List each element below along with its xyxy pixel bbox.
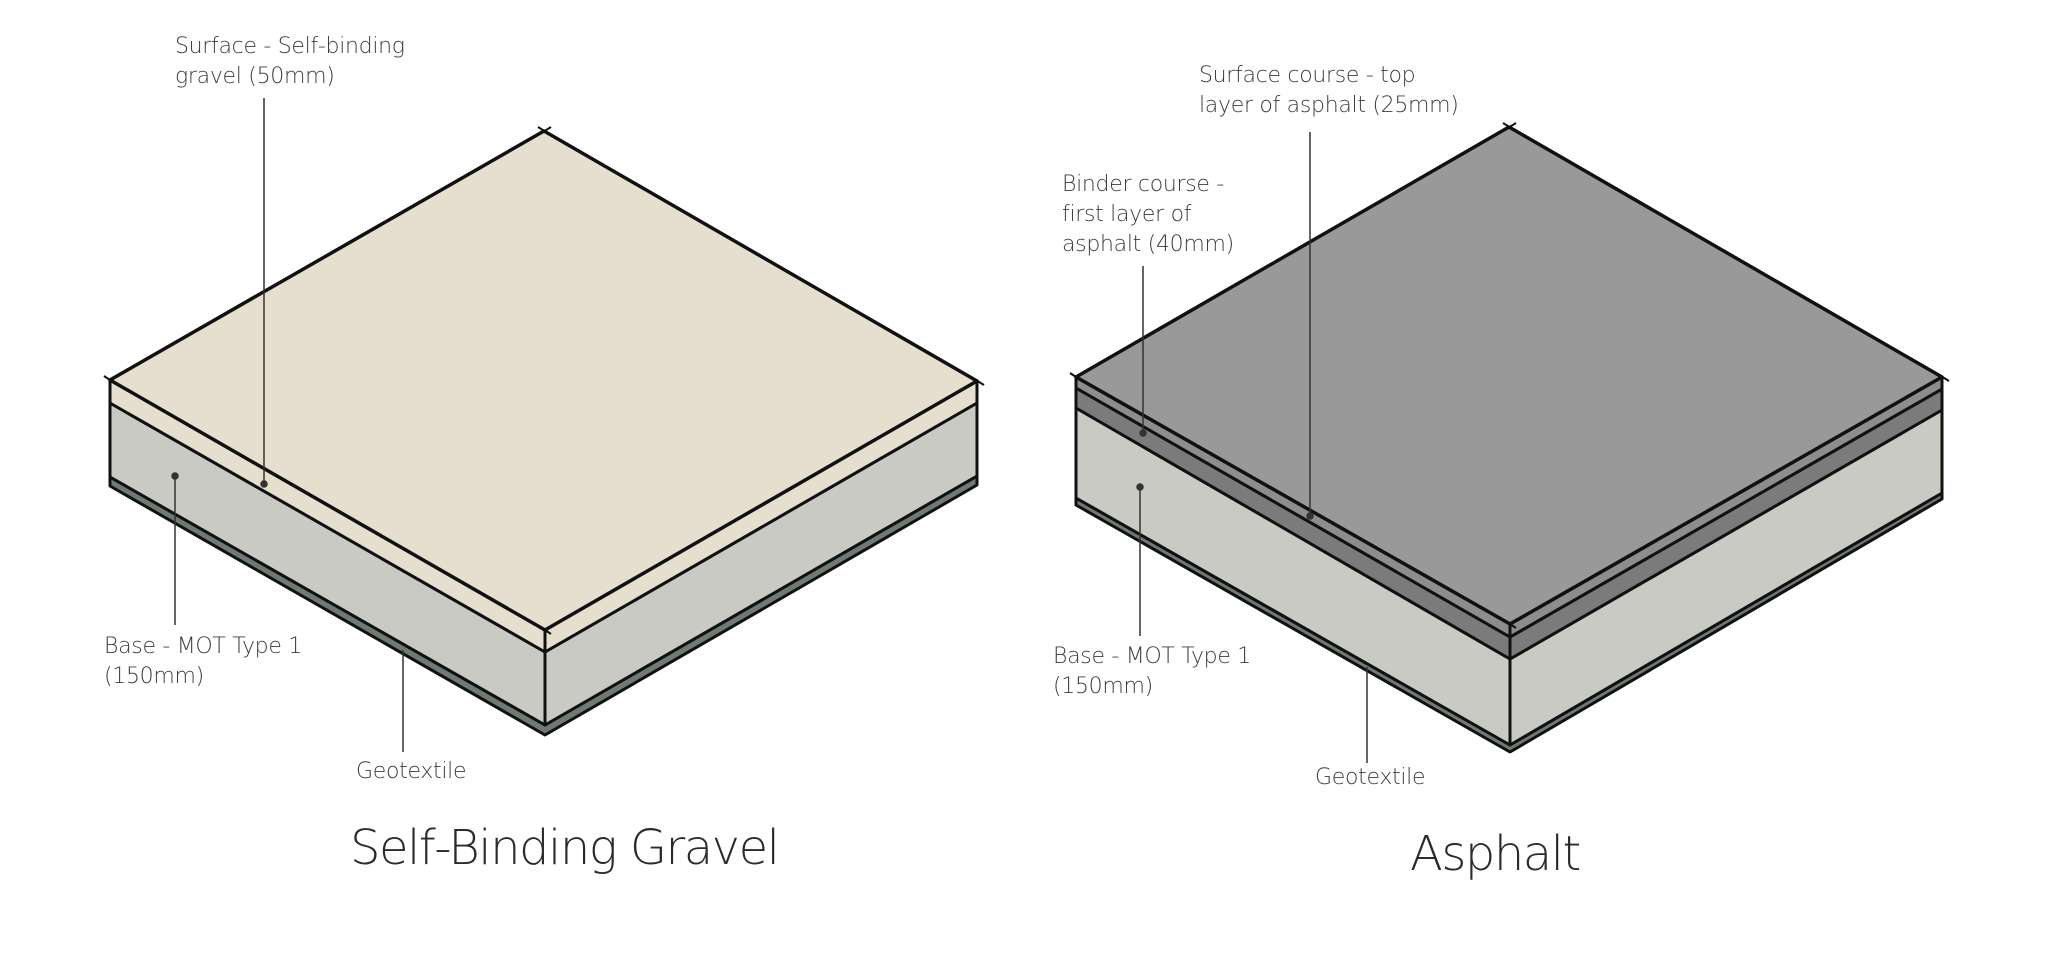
label-gravel-surface: Surface - Self-binding gravel (50mm): [175, 34, 405, 89]
label-asphalt-base: Base - MOT Type 1 (150mm): [1053, 644, 1251, 699]
asphalt-leaders: [1136, 132, 1368, 763]
asphalt-block: [1069, 122, 1950, 754]
gravel-leaders: [171, 98, 404, 752]
label-asphalt-surface-course: Surface course - top layer of asphalt (2…: [1199, 63, 1459, 118]
title-asphalt: Asphalt: [1410, 826, 1581, 882]
label-gravel-geotextile: Geotextile: [356, 759, 467, 784]
label-gravel-base: Base - MOT Type 1 (150mm): [104, 634, 302, 689]
title-self-binding-gravel: Self-Binding Gravel: [350, 820, 780, 876]
label-asphalt-geotextile: Geotextile: [1315, 765, 1426, 790]
label-asphalt-binder-course: Binder course - first layer of asphalt (…: [1062, 172, 1234, 257]
gravel-block: [103, 126, 985, 737]
